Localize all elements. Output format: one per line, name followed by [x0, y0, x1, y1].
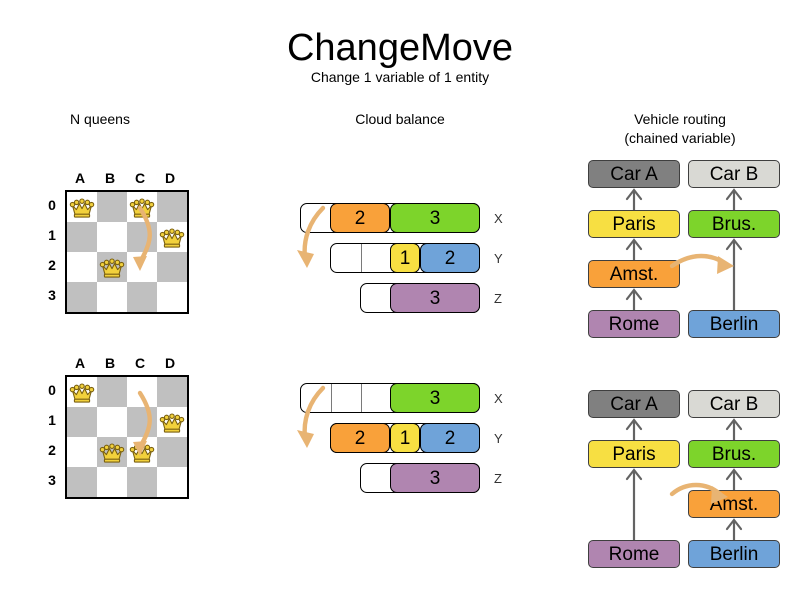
cloud-bar-divider — [361, 384, 362, 412]
cloud-process-segment[interactable]: 1 — [390, 243, 420, 273]
vrp-node-car-b[interactable]: Car B — [688, 160, 780, 188]
board-cell-c1[interactable] — [127, 222, 157, 252]
cloud-computer-label-y: Y — [494, 251, 503, 266]
cloud-computer-label-z: Z — [494, 291, 502, 306]
cloud-process-segment[interactable]: 2 — [330, 423, 390, 453]
board-column-label-c: C — [134, 170, 146, 186]
board-column-label-c: C — [134, 355, 146, 371]
board-row-label-1: 1 — [48, 227, 56, 243]
board-cell-a2[interactable] — [67, 252, 97, 282]
vrp-node-berlin[interactable]: Berlin — [688, 540, 780, 568]
page-subtitle: Change 1 variable of 1 entity — [310, 69, 490, 85]
board-cell-b3[interactable] — [97, 282, 127, 312]
cloud-bar-divider — [331, 384, 332, 412]
cloud-computer-label-x: X — [494, 391, 503, 406]
chess-board — [65, 375, 189, 499]
board-cell-b0[interactable] — [97, 192, 127, 222]
board-column-label-d: D — [164, 355, 176, 371]
n-queens-board-before: A B C D 0 1 2 3 — [20, 170, 190, 335]
vrp-node-brus[interactable]: Brus. — [688, 210, 780, 238]
vehicle-routing-title-line1: Vehicle routing — [634, 111, 726, 127]
vrp-node-amst[interactable]: Amst. — [688, 490, 780, 518]
queen-piece[interactable] — [157, 222, 187, 252]
vrp-node-rome[interactable]: Rome — [588, 540, 680, 568]
vrp-node-paris[interactable]: Paris — [588, 210, 680, 238]
cloud-process-segment[interactable]: 2 — [330, 203, 390, 233]
board-cell-d2[interactable] — [157, 437, 187, 467]
vrp-node-paris[interactable]: Paris — [588, 440, 680, 468]
cloud-computer-label-y: Y — [494, 431, 503, 446]
board-cell-b1[interactable] — [97, 222, 127, 252]
board-cell-c3[interactable] — [127, 282, 157, 312]
board-cell-d0[interactable] — [157, 377, 187, 407]
n-queens-board-after: A B C D 0 1 2 3 — [20, 355, 190, 520]
board-cell-a2[interactable] — [67, 437, 97, 467]
section-title-n-queens: N queens — [70, 111, 130, 127]
board-row-label-2: 2 — [48, 257, 56, 273]
cloud-bar-divider — [361, 244, 362, 272]
cloud-process-segment[interactable]: 2 — [420, 243, 480, 273]
board-row-label-3: 3 — [48, 472, 56, 488]
board-cell-d0[interactable] — [157, 192, 187, 222]
board-column-label-b: B — [104, 355, 116, 371]
board-cell-d3[interactable] — [157, 467, 187, 497]
queen-piece[interactable] — [127, 192, 157, 222]
board-cell-a3[interactable] — [67, 282, 97, 312]
vrp-node-car-a[interactable]: Car A — [588, 390, 680, 418]
board-cell-d2[interactable] — [157, 252, 187, 282]
board-cell-a1[interactable] — [67, 222, 97, 252]
cloud-process-segment[interactable]: 1 — [390, 423, 420, 453]
board-cell-d3[interactable] — [157, 282, 187, 312]
cloud-process-segment[interactable]: 2 — [420, 423, 480, 453]
board-cell-b1[interactable] — [97, 407, 127, 437]
board-column-label-a: A — [74, 355, 86, 371]
board-column-label-d: D — [164, 170, 176, 186]
cloud-process-segment[interactable]: 3 — [390, 283, 480, 313]
board-column-label-a: A — [74, 170, 86, 186]
vrp-node-car-a[interactable]: Car A — [588, 160, 680, 188]
section-title-vehicle-routing: Vehicle routing (chained variable) — [590, 110, 770, 148]
board-cell-b3[interactable] — [97, 467, 127, 497]
cloud-process-segment[interactable]: 3 — [390, 463, 480, 493]
queen-piece[interactable] — [127, 437, 157, 467]
vrp-node-rome[interactable]: Rome — [588, 310, 680, 338]
board-cell-a3[interactable] — [67, 467, 97, 497]
board-row-label-2: 2 — [48, 442, 56, 458]
queen-piece[interactable] — [97, 437, 127, 467]
cloud-computer-label-x: X — [494, 211, 503, 226]
board-cell-a1[interactable] — [67, 407, 97, 437]
vrp-node-berlin[interactable]: Berlin — [688, 310, 780, 338]
board-row-label-0: 0 — [48, 197, 56, 213]
board-cell-c2[interactable] — [127, 252, 157, 282]
board-row-label-1: 1 — [48, 412, 56, 428]
board-row-label-3: 3 — [48, 287, 56, 303]
vrp-node-brus[interactable]: Brus. — [688, 440, 780, 468]
queen-piece[interactable] — [67, 192, 97, 222]
vehicle-routing-title-line2: (chained variable) — [624, 130, 736, 146]
section-title-cloud-balance: Cloud balance — [355, 111, 445, 127]
board-column-label-b: B — [104, 170, 116, 186]
board-cell-c0[interactable] — [127, 377, 157, 407]
board-cell-b0[interactable] — [97, 377, 127, 407]
chess-board — [65, 190, 189, 314]
board-cell-c1[interactable] — [127, 407, 157, 437]
cloud-process-segment[interactable]: 3 — [390, 203, 480, 233]
queen-piece[interactable] — [97, 252, 127, 282]
board-cell-c3[interactable] — [127, 467, 157, 497]
queen-piece[interactable] — [157, 407, 187, 437]
cloud-process-segment[interactable]: 3 — [390, 383, 480, 413]
queen-piece[interactable] — [67, 377, 97, 407]
vrp-node-car-b[interactable]: Car B — [688, 390, 780, 418]
cloud-computer-label-z: Z — [494, 471, 502, 486]
page-title: ChangeMove — [286, 27, 514, 69]
board-row-label-0: 0 — [48, 382, 56, 398]
vrp-node-amst[interactable]: Amst. — [588, 260, 680, 288]
